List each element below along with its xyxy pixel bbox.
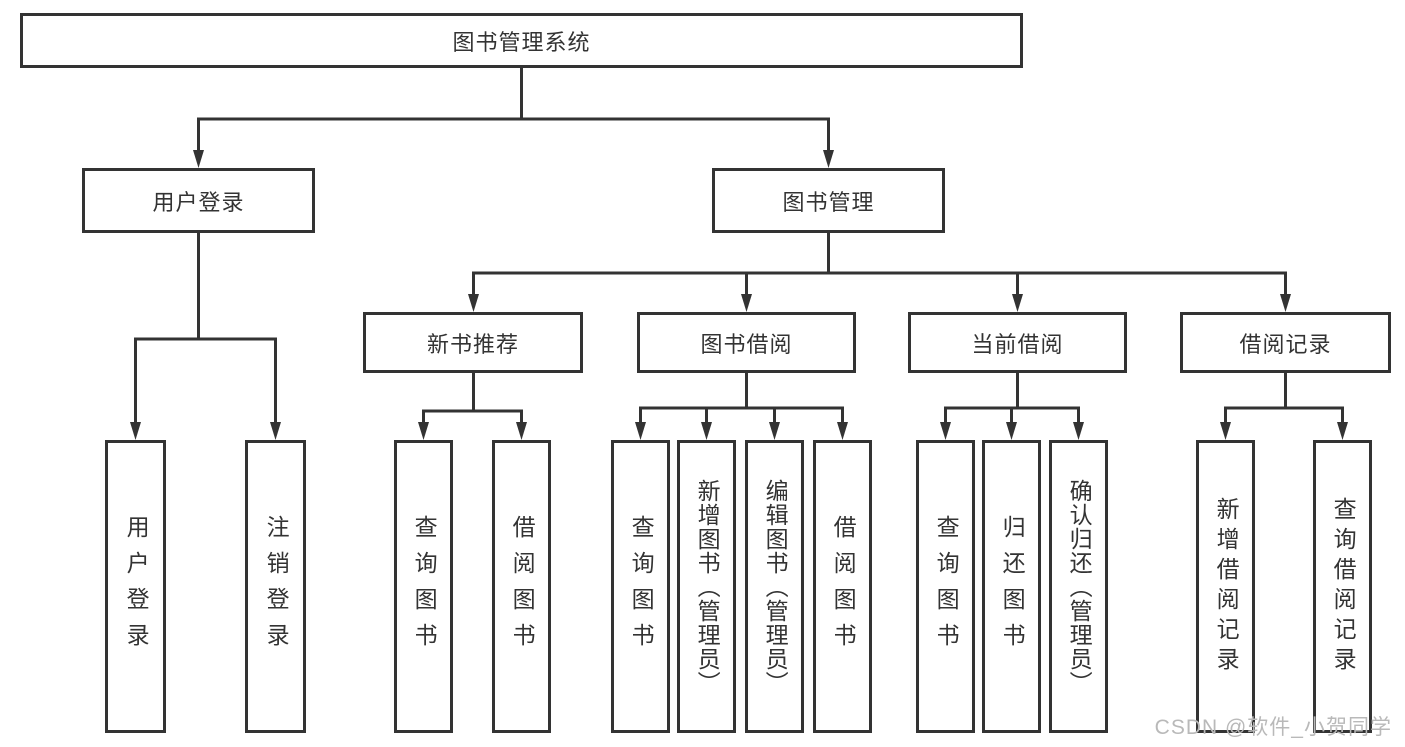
arrowhead — [823, 150, 834, 168]
node-user-login: 用户登录 — [82, 168, 315, 233]
arrowhead — [1012, 294, 1023, 312]
node-leaf-confirm-return-admin: 确认归还（管理员） — [1049, 440, 1108, 733]
node-new-book-recommend: 新书推荐 — [363, 312, 583, 373]
node-label: 归还图书 — [999, 514, 1026, 659]
arrowhead — [1006, 422, 1017, 440]
arrowhead — [130, 422, 141, 440]
node-borrow-record: 借阅记录 — [1180, 312, 1391, 373]
arrowhead — [635, 422, 646, 440]
arrowhead — [1337, 422, 1348, 440]
connector-borrowrecord-to-leaves — [1224, 373, 1344, 424]
arrowhead — [1220, 422, 1231, 440]
node-leaf-return-book: 归还图书 — [982, 440, 1041, 733]
node-book-borrow: 图书借阅 — [637, 312, 856, 373]
node-book-management: 图书管理 — [712, 168, 945, 233]
node-label: 注销登录 — [263, 514, 290, 659]
connector-newbook-to-leaves — [422, 373, 523, 424]
node-leaf-query-book-recommend: 查询图书 — [394, 440, 453, 733]
node-label: 用户登录 — [123, 514, 150, 659]
node-label: 图书管理 — [782, 189, 875, 215]
node-label: 借阅图书 — [509, 514, 536, 659]
arrowhead — [193, 150, 204, 168]
arrowhead — [270, 422, 281, 440]
node-label: 查询图书 — [411, 514, 438, 659]
node-root-system: 图书管理系统 — [20, 13, 1023, 68]
arrowhead — [468, 294, 479, 312]
node-label: 新增借阅记录 — [1213, 496, 1240, 677]
arrowhead — [701, 422, 712, 440]
node-label: 借阅记录 — [1239, 331, 1332, 357]
node-label: 查询图书 — [628, 514, 655, 659]
node-leaf-user-login: 用户登录 — [105, 440, 166, 733]
arrowhead — [516, 422, 527, 440]
connector-root-to-level2 — [197, 68, 830, 152]
node-leaf-query-book-borrow: 查询图书 — [611, 440, 670, 733]
node-label: 当前借阅 — [971, 331, 1064, 357]
arrowhead — [837, 422, 848, 440]
connector-bookborrow-to-leaves — [639, 373, 844, 424]
node-leaf-borrow-book: 借阅图书 — [813, 440, 872, 733]
arrowhead — [769, 422, 780, 440]
arrowhead — [1280, 294, 1291, 312]
arrowhead — [741, 294, 752, 312]
node-label: 图书管理系统 — [452, 29, 591, 55]
node-leaf-edit-book-admin: 编辑图书（管理员） — [745, 440, 804, 733]
node-leaf-add-book-admin: 新增图书（管理员） — [677, 440, 736, 733]
arrowhead — [940, 422, 951, 440]
node-label: 新书推荐 — [426, 331, 519, 357]
node-leaf-borrow-book-recommend: 借阅图书 — [492, 440, 551, 733]
node-label: 确认归还（管理员） — [1066, 478, 1093, 695]
node-label: 新增图书（管理员） — [694, 478, 721, 695]
node-label: 用户登录 — [152, 189, 245, 215]
node-label: 编辑图书（管理员） — [762, 478, 789, 695]
node-label: 图书借阅 — [700, 331, 793, 357]
node-leaf-logout: 注销登录 — [245, 440, 306, 733]
node-leaf-query-book-current: 查询图书 — [916, 440, 975, 733]
arrowhead — [1073, 422, 1084, 440]
node-label: 借阅图书 — [830, 514, 857, 659]
node-leaf-add-borrow-record: 新增借阅记录 — [1196, 440, 1255, 733]
arrowhead — [418, 422, 429, 440]
node-label: 查询图书 — [933, 514, 960, 659]
node-current-borrow: 当前借阅 — [908, 312, 1127, 373]
connector-bookmgmt-to-level3 — [472, 233, 1287, 296]
node-leaf-query-borrow-record: 查询借阅记录 — [1313, 440, 1372, 733]
connector-lines — [134, 68, 1344, 424]
arrowheads — [130, 150, 1348, 440]
node-label: 查询借阅记录 — [1330, 496, 1357, 677]
connector-currentborrow-to-leaves — [944, 373, 1080, 424]
connector-userlogin-to-leaves — [134, 233, 277, 424]
